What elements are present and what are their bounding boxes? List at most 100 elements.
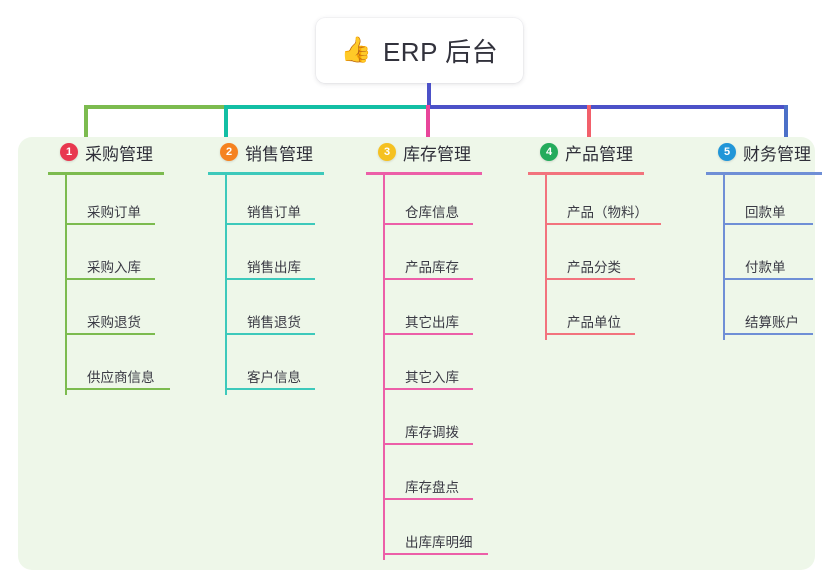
list-item[interactable]: 付款单 xyxy=(723,230,839,285)
module-items-2: 销售订单 销售出库 销售退货 客户信息 xyxy=(225,175,350,395)
list-item-label: 产品库存 xyxy=(405,260,459,275)
list-item-label: 仓库信息 xyxy=(405,205,459,220)
list-item-rule xyxy=(545,223,661,225)
list-item[interactable]: 采购订单 xyxy=(65,175,190,230)
module-items-1: 采购订单 采购入库 采购退货 供应商信息 xyxy=(65,175,190,395)
module-header-rule-2 xyxy=(208,172,324,175)
list-item-rule xyxy=(225,223,315,225)
module-column-inventory: 3 库存管理 仓库信息 产品库存 其它出库 其它入库 xyxy=(358,137,508,560)
list-item[interactable]: 采购入库 xyxy=(65,230,190,285)
module-badge-3: 3 xyxy=(378,143,396,161)
list-item-rule xyxy=(723,278,813,280)
thumbs-up-icon: 👍 xyxy=(340,36,372,64)
module-spine-4 xyxy=(545,175,547,340)
module-column-purchasing: 1 采购管理 采购订单 采购入库 采购退货 供应商信 xyxy=(40,137,190,395)
list-item-label: 付款单 xyxy=(745,260,786,275)
list-item[interactable]: 产品（物料） xyxy=(545,175,680,230)
list-item-rule xyxy=(225,333,315,335)
list-item-label: 产品（物料） xyxy=(567,205,648,220)
list-item[interactable]: 其它入库 xyxy=(383,340,508,395)
list-item-rule xyxy=(545,278,635,280)
list-item[interactable]: 销售订单 xyxy=(225,175,350,230)
list-item[interactable]: 采购退货 xyxy=(65,285,190,340)
module-header-rule-1 xyxy=(48,172,164,175)
module-header-1[interactable]: 1 采购管理 xyxy=(40,137,190,167)
connector-drop-3 xyxy=(426,105,430,139)
list-item-label: 客户信息 xyxy=(247,370,301,385)
module-header-4[interactable]: 4 产品管理 xyxy=(520,137,680,167)
module-column-finance: 5 财务管理 回款单 付款单 结算账户 xyxy=(698,137,839,340)
module-header-rule-3 xyxy=(366,172,482,175)
list-item-rule xyxy=(65,278,155,280)
list-item-rule xyxy=(545,333,635,335)
list-item[interactable]: 其它出库 xyxy=(383,285,508,340)
list-item-rule xyxy=(225,388,315,390)
list-item[interactable]: 库存盘点 xyxy=(383,450,508,505)
list-item-rule xyxy=(65,223,155,225)
list-item-rule xyxy=(383,498,473,500)
list-item-label: 库存调拨 xyxy=(405,425,459,440)
module-badge-4: 4 xyxy=(540,143,558,161)
list-item-label: 结算账户 xyxy=(745,315,799,330)
module-spine-1 xyxy=(65,175,67,395)
module-header-3[interactable]: 3 库存管理 xyxy=(358,137,508,167)
module-header-rule-5 xyxy=(706,172,822,175)
module-badge-5: 5 xyxy=(718,143,736,161)
list-item-rule xyxy=(723,223,813,225)
list-item[interactable]: 回款单 xyxy=(723,175,839,230)
connector-bar-green xyxy=(84,105,225,109)
list-item[interactable]: 产品库存 xyxy=(383,230,508,285)
list-item[interactable]: 产品分类 xyxy=(545,230,680,285)
connector-drop-4 xyxy=(587,105,591,139)
list-item[interactable]: 销售退货 xyxy=(225,285,350,340)
list-item-label: 其它入库 xyxy=(405,370,459,385)
list-item-label: 采购退货 xyxy=(87,315,141,330)
module-items-4: 产品（物料） 产品分类 产品单位 xyxy=(545,175,680,340)
list-item-rule xyxy=(383,553,488,555)
module-badge-2: 2 xyxy=(220,143,238,161)
list-item-rule xyxy=(383,223,473,225)
connector-bar-blue xyxy=(426,105,788,109)
root-node-title-card[interactable]: 👍 ERP 后台 xyxy=(316,18,523,83)
connector-stem-root xyxy=(427,83,431,107)
connector-bar-teal xyxy=(224,105,427,109)
connector-drop-2 xyxy=(224,105,228,139)
list-item-label: 出库库明细 xyxy=(405,535,473,550)
module-spine-2 xyxy=(225,175,227,395)
module-items-5: 回款单 付款单 结算账户 xyxy=(723,175,839,340)
connector-drop-5 xyxy=(784,105,788,139)
list-item[interactable]: 客户信息 xyxy=(225,340,350,395)
list-item[interactable]: 库存调拨 xyxy=(383,395,508,450)
list-item[interactable]: 供应商信息 xyxy=(65,340,190,395)
module-header-2[interactable]: 2 销售管理 xyxy=(200,137,350,167)
module-title-1: 采购管理 xyxy=(85,144,153,164)
list-item-rule xyxy=(383,278,473,280)
list-item[interactable]: 产品单位 xyxy=(545,285,680,340)
list-item[interactable]: 销售出库 xyxy=(225,230,350,285)
list-item-label: 销售退货 xyxy=(247,315,301,330)
list-item-label: 采购订单 xyxy=(87,205,141,220)
list-item[interactable]: 仓库信息 xyxy=(383,175,508,230)
module-spine-3 xyxy=(383,175,385,560)
list-item-rule xyxy=(383,333,473,335)
list-item-rule xyxy=(723,333,813,335)
modules-panel: 1 采购管理 采购订单 采购入库 采购退货 供应商信 xyxy=(18,137,822,570)
list-item-label: 回款单 xyxy=(745,205,786,220)
list-item-label: 产品单位 xyxy=(567,315,621,330)
module-badge-1: 1 xyxy=(60,143,78,161)
list-item-label: 供应商信息 xyxy=(87,370,155,385)
page-title: ERP 后台 xyxy=(382,37,499,67)
list-item-label: 产品分类 xyxy=(567,260,621,275)
module-header-5[interactable]: 5 财务管理 xyxy=(698,137,839,167)
connector-drop-1 xyxy=(84,105,88,139)
module-column-product: 4 产品管理 产品（物料） 产品分类 产品单位 xyxy=(520,137,680,340)
module-title-3: 库存管理 xyxy=(403,144,471,164)
list-item-label: 库存盘点 xyxy=(405,480,459,495)
list-item-label: 采购入库 xyxy=(87,260,141,275)
list-item[interactable]: 出库库明细 xyxy=(383,505,508,560)
module-title-2: 销售管理 xyxy=(245,144,313,164)
list-item[interactable]: 结算账户 xyxy=(723,285,839,340)
list-item-rule xyxy=(225,278,315,280)
list-item-rule xyxy=(65,333,155,335)
